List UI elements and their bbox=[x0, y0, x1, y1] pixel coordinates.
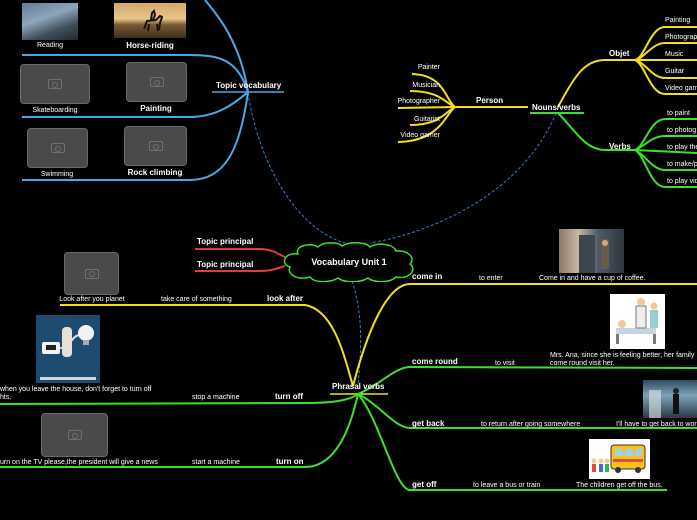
person-item-guitarist: Guitarist bbox=[413, 116, 440, 123]
turn-on-image-placeholder bbox=[41, 413, 108, 457]
skateboarding-image-placeholder bbox=[20, 64, 90, 104]
person-item-painter: Painter bbox=[417, 64, 440, 71]
camera-icon bbox=[67, 430, 82, 440]
topic-principal-2[interactable]: Topic principal bbox=[197, 260, 254, 269]
come-round-example-line2: come round visit her. bbox=[550, 360, 615, 367]
topic-vocabulary-title[interactable]: Topic vocabulary bbox=[216, 81, 282, 90]
horse-riding-label: Horse-riding bbox=[126, 41, 174, 50]
central-topic-title: Vocabulary Unit 1 bbox=[311, 257, 387, 267]
get-off-example: The children get off the bus. bbox=[576, 482, 663, 489]
person-item-video-gamer: Video gamer bbox=[400, 132, 440, 139]
person-item-musician: Musician bbox=[412, 82, 440, 89]
get-off-image bbox=[589, 439, 650, 479]
get-off-verb[interactable]: get off bbox=[412, 480, 437, 489]
look-after-verb[interactable]: look after bbox=[267, 294, 304, 303]
person-item-photographer: Photographer bbox=[397, 98, 440, 105]
turn-off-image bbox=[36, 315, 100, 383]
get-back-example: I'll have to get back to wor bbox=[616, 421, 697, 428]
come-round-example-line1: Mrs. Ana, since she is feeling better, h… bbox=[550, 352, 695, 359]
objet-item-photograph: Photograp bbox=[665, 34, 697, 41]
turn-off-example-line1: when you leave the house, don't forget t… bbox=[0, 386, 152, 393]
come-in-image bbox=[559, 229, 624, 273]
come-in-meaning: to enter bbox=[479, 275, 503, 282]
horse-riding-photo bbox=[114, 3, 186, 38]
camera-icon bbox=[148, 141, 163, 151]
person-title[interactable]: Person bbox=[476, 96, 504, 105]
verbs-item-to-play-video: to play vid bbox=[667, 178, 697, 185]
objet-item-painting: Painting bbox=[665, 17, 691, 24]
camera-icon bbox=[149, 77, 164, 87]
turn-off-example-line2: hts. bbox=[0, 394, 12, 401]
come-round-image bbox=[610, 294, 665, 349]
objet-item-guitar: Guitar bbox=[665, 68, 685, 75]
get-back-image bbox=[643, 380, 697, 418]
rock-climbing-label: Rock climbing bbox=[127, 168, 183, 177]
camera-icon bbox=[84, 268, 99, 279]
swimming-image-placeholder bbox=[27, 128, 88, 168]
look-after-meaning: take care of something bbox=[161, 296, 232, 303]
central-topic-cloud[interactable] bbox=[280, 242, 418, 282]
reading-photo bbox=[22, 3, 78, 40]
painting-image-placeholder bbox=[126, 62, 187, 102]
objet-item-music: Music bbox=[665, 51, 684, 58]
rock-climbing-image-placeholder bbox=[124, 126, 187, 166]
verbs-item-to-play-the: to play the bbox=[667, 144, 697, 151]
nouns-verbs-title[interactable]: Nouns/verbs bbox=[532, 103, 581, 112]
turn-off-meaning: stop a machine bbox=[192, 394, 240, 401]
turn-on-example: urn on the TV please,the president will … bbox=[0, 459, 158, 466]
skateboarding-label: Skateboarding bbox=[32, 107, 78, 114]
topic-principal-1[interactable]: Topic principal bbox=[197, 237, 254, 246]
reading-label: Reading bbox=[36, 42, 64, 49]
camera-icon bbox=[48, 79, 62, 89]
verbs-item-to-paint: to paint bbox=[667, 110, 690, 117]
look-after-image-placeholder bbox=[64, 252, 119, 295]
turn-on-meaning: start a machine bbox=[192, 459, 240, 466]
come-in-example: Come in and have a cup of coffee. bbox=[539, 275, 646, 282]
come-round-verb[interactable]: come round bbox=[412, 357, 458, 366]
verbs-item-to-photograph: to photog bbox=[667, 127, 697, 134]
turn-off-verb[interactable]: turn off bbox=[275, 392, 303, 401]
verbs-item-to-make: to make/p bbox=[667, 161, 697, 168]
get-back-verb[interactable]: get back bbox=[412, 419, 445, 428]
phrasal-verbs-title[interactable]: Phrasal verbs bbox=[332, 382, 385, 391]
camera-icon bbox=[50, 143, 65, 153]
verbs-title[interactable]: Verbs bbox=[609, 142, 631, 151]
swimming-label: Swimming bbox=[40, 171, 74, 178]
objet-title[interactable]: Objet bbox=[609, 49, 630, 58]
get-off-meaning: to leave a bus or train bbox=[473, 482, 541, 489]
objet-item-video-gamer: Video gam bbox=[665, 85, 697, 92]
come-in-verb[interactable]: come in bbox=[412, 272, 443, 281]
look-after-example: Look after you planet bbox=[59, 296, 125, 303]
come-round-meaning: to visit bbox=[495, 360, 515, 367]
painting-label: Painting bbox=[140, 104, 172, 113]
turn-on-verb[interactable]: turn on bbox=[276, 457, 304, 466]
get-back-meaning: to return after going somewhere bbox=[481, 421, 581, 428]
